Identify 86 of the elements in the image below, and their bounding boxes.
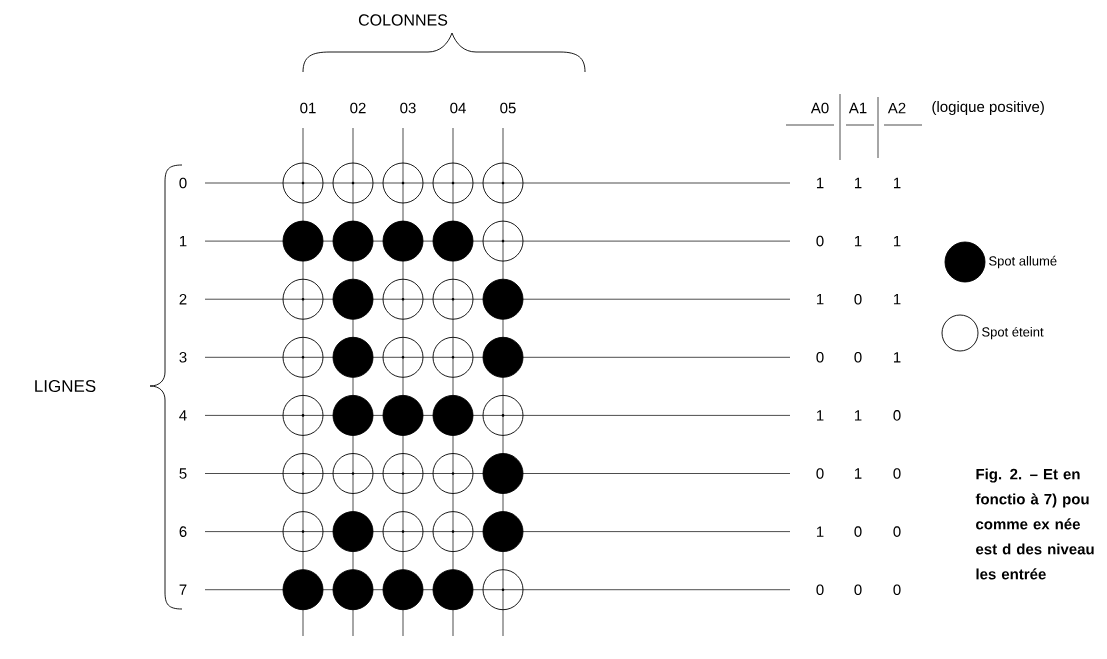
bit-value: 1: [855, 177, 862, 189]
legend-label: Spot éteint: [982, 326, 1044, 340]
empty-circle: [482, 162, 524, 204]
bit-value: 0: [816, 235, 824, 247]
empty-circle: [282, 336, 324, 378]
bit-value: 1: [817, 526, 824, 537]
empty-circle: [382, 511, 424, 553]
bit-value: 1: [855, 235, 862, 247]
empty-circle: [332, 453, 374, 494]
filled-circle: [382, 394, 424, 436]
row-label: 7: [179, 584, 187, 595]
filled-circle: [332, 220, 374, 262]
bit-value: 0: [816, 584, 824, 595]
row-label: 5: [179, 468, 187, 479]
row-label: 3: [179, 352, 187, 363]
bit-value: 0: [893, 410, 901, 421]
column-label: 02: [350, 102, 366, 114]
bit-value: 0: [816, 352, 824, 363]
empty-circle: [282, 453, 324, 494]
empty-circle: [382, 162, 424, 204]
column-label: 05: [500, 102, 516, 114]
empty-circle: [282, 162, 324, 204]
row-label: 6: [179, 526, 187, 537]
filled-circle: [432, 220, 474, 262]
empty-circle: [482, 220, 524, 262]
empty-circle: [482, 394, 524, 436]
filled-circle: [482, 453, 524, 494]
column-label: 03: [400, 102, 416, 114]
column-header: A2: [887, 102, 906, 114]
empty-circle: [332, 162, 374, 204]
bit-value: 1: [855, 410, 862, 421]
bracket-label: LIGNES: [35, 380, 96, 393]
empty-circle: [432, 336, 474, 378]
empty-circle: [432, 162, 474, 204]
bit-value: 1: [817, 294, 824, 305]
empty-circle: [282, 394, 324, 436]
bit-value: 0: [816, 468, 824, 479]
bit-value: 0: [893, 526, 901, 537]
row-label: 0: [179, 177, 187, 189]
bit-value: 1: [894, 294, 901, 305]
filled-circle: [482, 278, 524, 320]
column-header: A0: [810, 102, 829, 114]
empty-circle: [282, 511, 324, 553]
filled-circle: [332, 278, 374, 320]
empty-circle: [382, 336, 424, 378]
bit-value: 1: [855, 468, 862, 479]
empty-circle: [382, 278, 424, 320]
column-header: A1: [848, 102, 867, 114]
filled-circle: [282, 569, 324, 611]
empty-circle: [282, 278, 324, 320]
bit-value: 0: [893, 468, 901, 479]
empty-circle: [382, 453, 424, 494]
bit-value: 1: [894, 177, 901, 189]
filled-circle: [482, 336, 524, 378]
filled-circle: [432, 394, 474, 436]
bit-value: 1: [894, 235, 901, 247]
filled-circle: [432, 569, 474, 611]
bit-value: 0: [854, 526, 862, 537]
bit-value: 1: [817, 177, 824, 189]
column-label: 01: [300, 102, 316, 114]
empty-circle: [432, 511, 474, 553]
filled-circle: [382, 220, 424, 262]
empty-circle: [432, 278, 474, 320]
filled-circle: [332, 569, 374, 611]
column-label: 04: [450, 102, 466, 114]
filled-circle: [282, 220, 324, 262]
caption: Fig. 2. – Et en fonctio à 7) pou comme ex née est d des niveau les entrée: [975, 468, 1094, 580]
empty-circle: [432, 453, 474, 494]
filled-circle: [382, 569, 424, 611]
bracket-label: COLONNES: [358, 14, 448, 26]
bit-value: 1: [894, 352, 901, 363]
empty-circle: [482, 569, 524, 611]
legend-label: Spot allumé: [989, 255, 1057, 269]
bit-value: 0: [854, 584, 862, 595]
filled-circle: [332, 336, 374, 378]
bit-value: 1: [817, 410, 824, 421]
row-label: 1: [180, 235, 187, 247]
bit-value: 0: [854, 352, 862, 363]
filled-circle: [332, 394, 374, 436]
note: (logique positive): [932, 101, 1044, 115]
row-label: 2: [179, 293, 187, 305]
filled-circle: [332, 511, 374, 553]
filled-circle: [482, 511, 524, 553]
row-label: 4: [179, 410, 187, 421]
bit-value: 0: [893, 584, 901, 595]
bit-value: 0: [854, 293, 862, 305]
